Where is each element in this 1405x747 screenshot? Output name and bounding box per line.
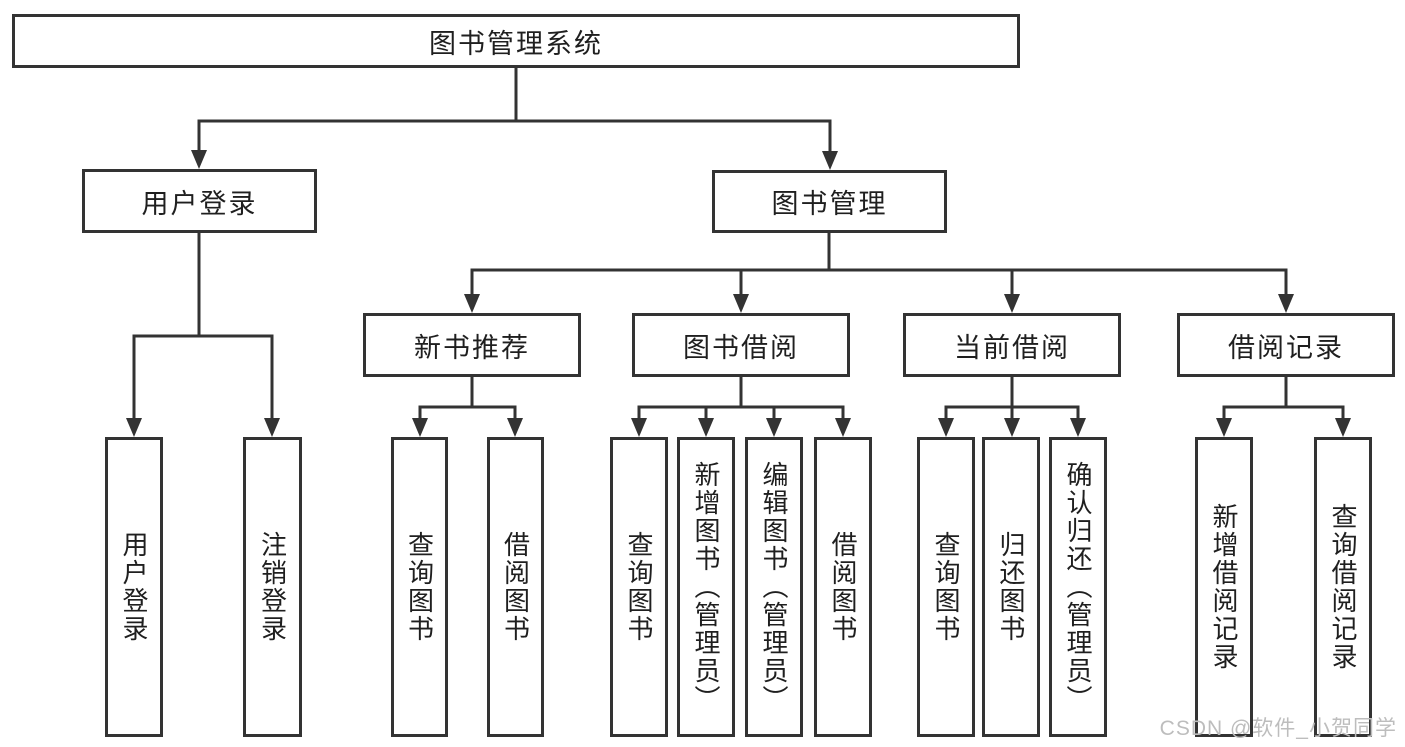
- leaf-add-books-admin: 新增图书（管理员）: [677, 437, 735, 737]
- arrowhead-icons: [126, 150, 1351, 437]
- node-root-system: 图书管理系统: [12, 14, 1020, 68]
- node-book-borrow: 图书借阅: [632, 313, 850, 377]
- node-user-login: 用户登录: [82, 169, 317, 233]
- leaf-borrow-books: 借阅图书: [814, 437, 872, 737]
- node-borrow-records: 借阅记录: [1177, 313, 1395, 377]
- leaf-query-borrow-record: 查询借阅记录: [1314, 437, 1372, 737]
- leaf-edit-books-admin: 编辑图书（管理员）: [745, 437, 803, 737]
- leaf-logout: 注销登录: [243, 437, 302, 737]
- csdn-watermark: CSDN @软件_小贺同学: [1159, 717, 1397, 740]
- leaf-borrow-books: 借阅图书: [487, 437, 544, 737]
- leaf-user-login: 用户登录: [105, 437, 163, 737]
- node-current-borrow: 当前借阅: [903, 313, 1121, 377]
- leaf-query-books: 查询图书: [391, 437, 448, 737]
- leaf-confirm-return-admin: 确认归还（管理员）: [1049, 437, 1107, 737]
- leaf-query-books: 查询图书: [610, 437, 668, 737]
- node-new-book-recommend: 新书推荐: [363, 313, 581, 377]
- node-book-management: 图书管理: [712, 170, 947, 233]
- leaf-query-books: 查询图书: [917, 437, 975, 737]
- leaf-add-borrow-record: 新增借阅记录: [1195, 437, 1253, 737]
- leaf-return-books: 归还图书: [982, 437, 1040, 737]
